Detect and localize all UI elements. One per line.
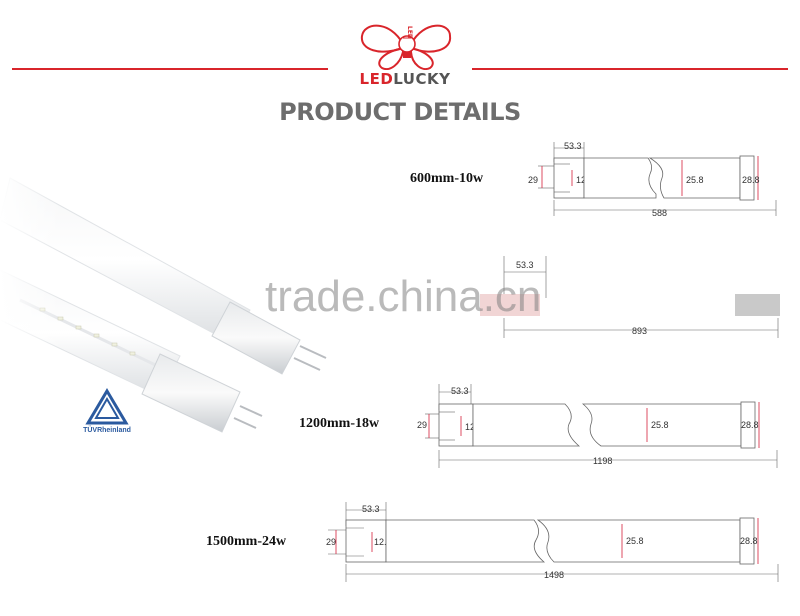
dim-end-width-1200: 53.3 — [451, 386, 469, 396]
header-rule-right — [472, 68, 788, 70]
dim-cap-diameter-600: 28.8 — [742, 175, 760, 185]
dim-pin-span-1200: 29 — [417, 420, 427, 430]
model-label-1500: 1500mm-24w — [206, 534, 287, 549]
led-tube-photo — [0, 150, 420, 480]
dim-pin-span-1500: 29 — [326, 537, 336, 547]
dim-length-1500: 1498 — [544, 570, 564, 580]
dim-cap-diameter-1200: 28.8 — [741, 420, 759, 430]
dim-cap-diameter-1500: 28.8 — [740, 536, 758, 546]
dim-tube-diameter-600: 25.8 — [686, 175, 704, 185]
model-label-600: 600mm-10w — [410, 171, 484, 186]
brand-name-part2: LUCKY — [393, 70, 451, 88]
dim-length-600: 588 — [652, 208, 667, 218]
dimension-drawing-1200: 53.3 29 12.5 25.8 28.8 1198 — [417, 384, 778, 468]
dim-tube-diameter-1500: 25.8 — [626, 536, 644, 546]
dimension-drawing-600: 53.3 29 12.5 25.8 28.8 588 — [528, 141, 777, 218]
tuv-rheinland-logo: TÜVRheinland — [62, 385, 152, 445]
dim-end-width-600: 53.3 — [564, 141, 582, 151]
brand-name-part1: LED — [359, 70, 394, 88]
logo-small-text: LED — [406, 26, 413, 39]
dim-end-width-893: 53.3 — [516, 260, 534, 270]
model-label-1200: 1200mm-18w — [299, 416, 380, 431]
watermark: trade.china.cn — [265, 272, 542, 321]
header-rule-left — [12, 68, 328, 70]
dim-end-width-1500: 53.3 — [362, 504, 380, 514]
brand-logo: LED LEDLUCKY — [350, 8, 460, 88]
dimension-drawing-1500: 53.3 29 12.5 25.8 28.8 1498 — [326, 502, 779, 582]
dimension-drawing-893: 53.3 893 — [480, 256, 780, 338]
butterfly-bulb-icon — [360, 24, 452, 70]
dim-pin-span-600: 29 — [528, 175, 538, 185]
page-title: PRODUCT DETAILS — [279, 98, 521, 126]
dim-length-1200: 1198 — [593, 456, 612, 466]
tuv-triangle-icon — [85, 388, 129, 425]
dim-tube-diameter-1200: 25.8 — [651, 420, 669, 430]
brand-name: LEDLUCKY — [350, 70, 460, 88]
dim-length-893: 893 — [632, 326, 647, 336]
dim-pin-gap-1500: 12.5 — [374, 537, 392, 547]
certification-label: TÜVRheinland — [83, 427, 131, 434]
